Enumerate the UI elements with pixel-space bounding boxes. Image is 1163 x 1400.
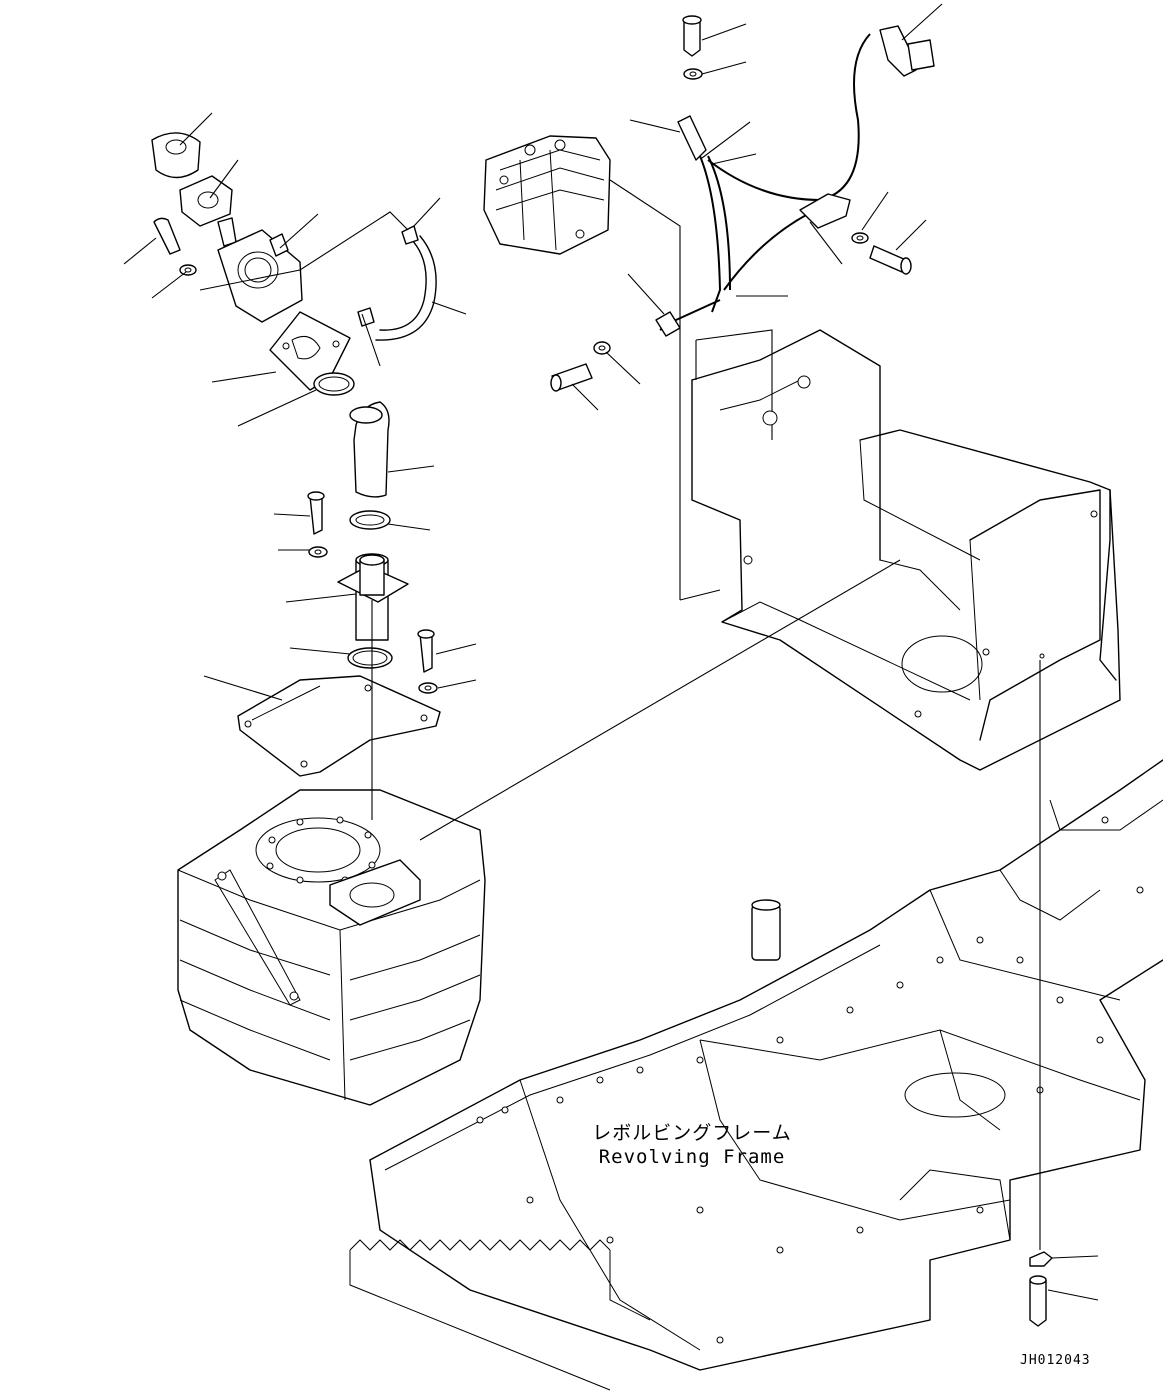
revolving-frame-label-jp: レボルビングフレーム — [592, 1122, 792, 1144]
drawing-code: JH012043 — [1020, 1353, 1091, 1368]
filler-leader — [199, 211, 409, 291]
revolving-frame — [349, 759, 1163, 1391]
filler-cap — [151, 132, 201, 179]
revolving-frame-label-en: Revolving Frame — [598, 1146, 786, 1168]
cover-plate — [237, 675, 441, 777]
tank-to-bracket-leader — [419, 559, 901, 841]
fuel-tank — [177, 789, 486, 1106]
control-valve-assembly — [483, 135, 721, 601]
frame-bolt — [1029, 1251, 1053, 1327]
filler-neck-assembly — [151, 132, 441, 820]
battery-bracket — [691, 329, 1121, 1250]
sensor-harness — [550, 15, 935, 440]
callout-leaders — [123, 3, 1099, 1301]
